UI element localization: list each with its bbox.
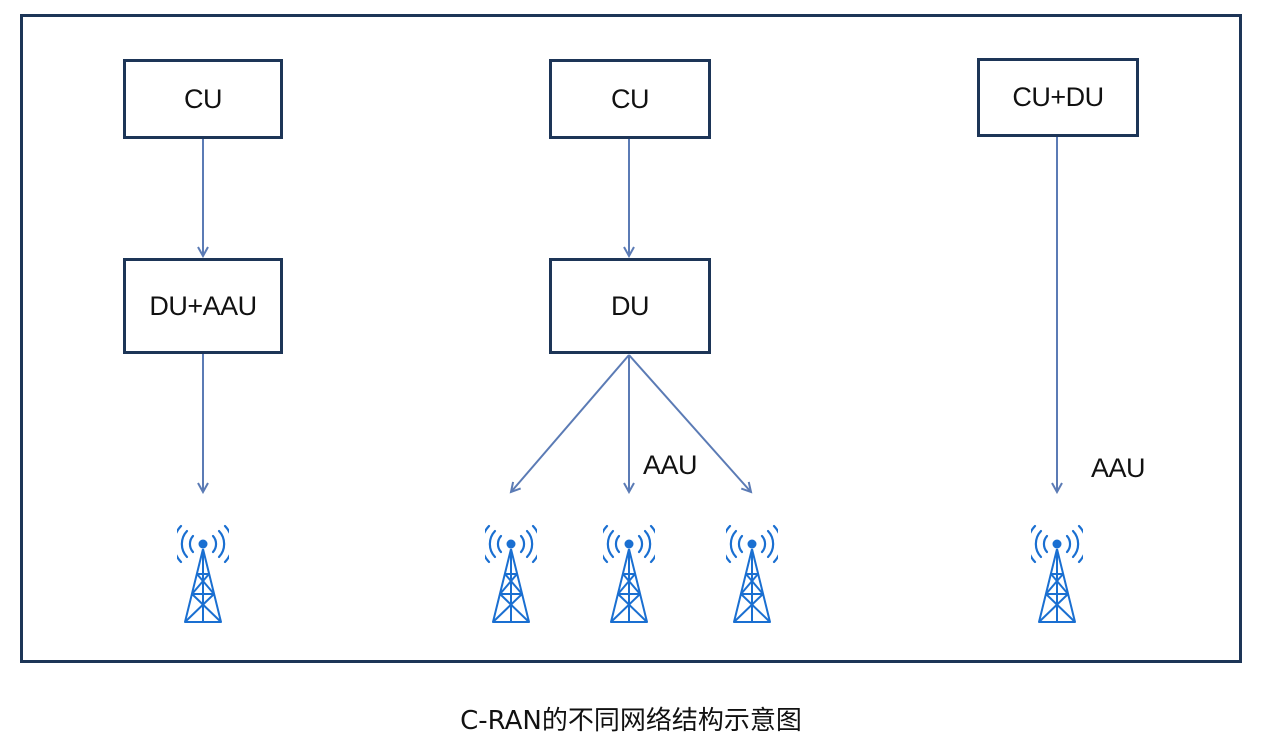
diagram-caption: C-RAN的不同网络结构示意图 <box>460 706 802 736</box>
cu-du-box-col3: CU+DU <box>977 58 1139 137</box>
cu-label-col2: CU <box>611 83 650 114</box>
radio-tower-icon <box>598 522 660 629</box>
arrow-du-to-tower-right <box>628 354 751 492</box>
cu-label-col1: CU <box>184 83 223 114</box>
cu-box-col2: CU <box>549 59 711 139</box>
radio-tower-icon <box>721 522 783 629</box>
radio-tower-icon <box>480 522 542 629</box>
diagram-frame <box>20 14 1242 663</box>
arrow-du-to-tower-left <box>511 354 630 492</box>
cu-du-label-col3: CU+DU <box>1012 82 1104 112</box>
radio-tower-icon <box>1026 522 1088 629</box>
aau-label-col3: AAU <box>1091 453 1146 483</box>
du-aau-label-col1: DU+AAU <box>149 290 257 321</box>
du-aau-box-col1: DU+AAU <box>123 258 283 354</box>
aau-label-col2: AAU <box>643 450 698 480</box>
radio-tower-icon <box>172 522 234 629</box>
cu-box-col1: CU <box>123 59 283 139</box>
du-box-col2: DU <box>549 258 711 354</box>
du-label-col2: DU <box>611 290 650 321</box>
